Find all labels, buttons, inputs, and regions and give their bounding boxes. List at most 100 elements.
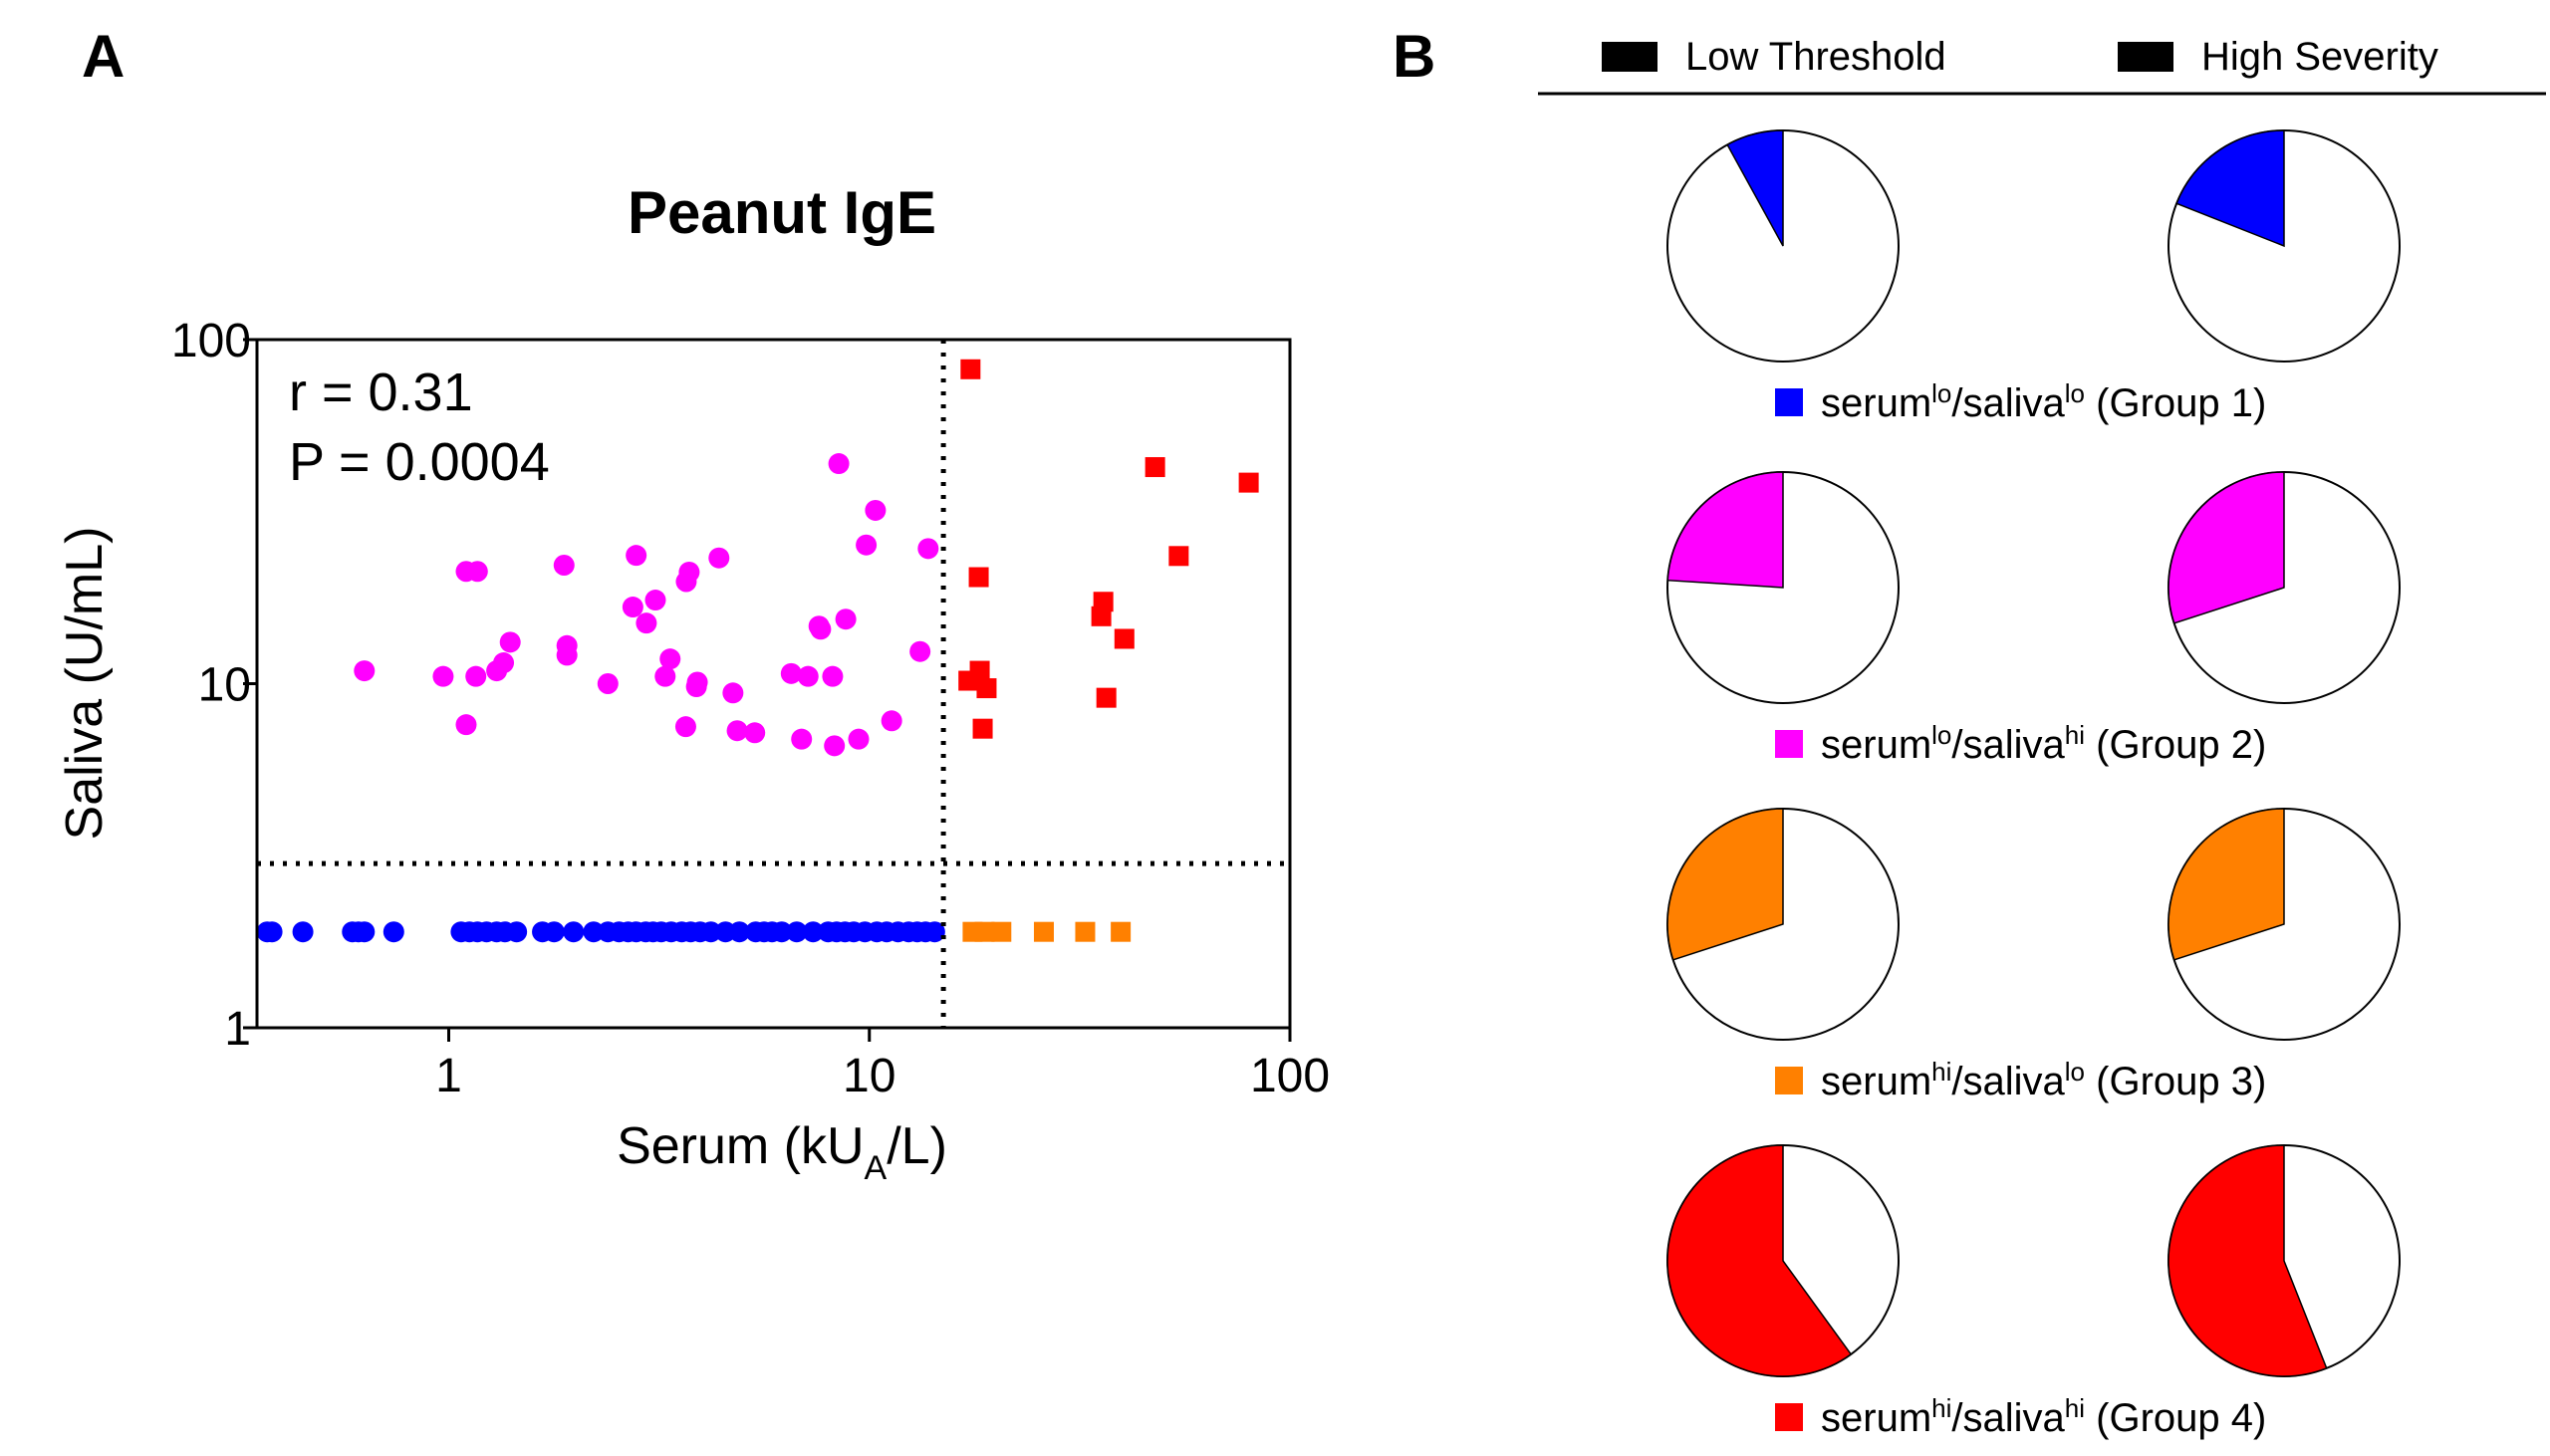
series-2-point-39 [856,534,878,556]
series-2-point-19 [659,648,681,670]
group-2-label-part-1: serum [1821,723,1931,767]
group-1-swatch [1775,388,1803,416]
series-2-point-16 [636,612,657,634]
group-1-label-part-3: /saliva [1951,381,2065,425]
pie-high-severity-group-4-slice [2168,1144,2328,1377]
pie-high-severity-group-1-slice [2175,129,2285,248]
legend-swatch-low-threshold [1602,42,1658,72]
series-1-point-30 [700,921,722,943]
x-axis-label: Serum (kUA/L) [617,1117,947,1187]
series-2-point-40 [865,499,887,521]
series-2-point-34 [822,665,844,687]
series-4-point-3 [968,567,989,588]
series-2-point-18 [654,665,676,687]
series-1-point-18 [583,921,605,943]
group-3-label-part-1: serum [1821,1060,1931,1103]
y-tick-label-1: 1 [224,1003,251,1056]
group-1-label: serumlo/salivalo (Group 1) [1821,378,2266,425]
series-1-point-37 [786,921,808,943]
series-3-point-4 [1033,921,1054,942]
series-1-point-17 [563,921,585,943]
series-2-point-20 [674,716,696,738]
series-4-point-12 [1168,546,1189,567]
group-4-label: serumhi/salivahi (Group 4) [1821,1393,2266,1440]
pie-high-severity-group-3-slice [2168,808,2285,961]
series-1-point-50 [923,921,945,943]
series-4-point-8 [1093,592,1114,612]
series-2-point-42 [909,640,931,662]
group-2-label-part-3: /saliva [1951,723,2065,767]
pie-high-severity-group-3 [2168,808,2401,1041]
group-3-label-part-2: hi [1931,1057,1951,1087]
scatter-points [256,359,1259,943]
panel-a-letter: A [82,23,125,90]
series-1-point-16 [543,921,565,943]
pie-high-severity-group-2 [2168,471,2401,704]
group-3-label-part-4: lo [2065,1057,2085,1087]
series-1-point-14 [506,921,528,943]
series-2-point-3 [455,714,477,736]
group-1-label-part-1: serum [1821,381,1931,425]
legend-swatch-high-severity [2118,42,2173,72]
series-2-point-14 [622,597,643,618]
series-2-point-10 [553,555,575,577]
group-4-label-part-1: serum [1821,1396,1931,1440]
series-2-point-8 [493,652,515,674]
y-tick-label-3: 100 [171,315,251,367]
series-2-point-31 [797,665,819,687]
pie-low-threshold-group-3 [1666,808,1900,1041]
series-1-point-3 [292,921,314,943]
series-2-point-25 [708,547,730,569]
group-2-label-part-5: (Group 2) [2085,723,2266,767]
group-4-swatch [1775,1403,1803,1431]
series-2-point-26 [722,682,744,704]
x-axis-label-main: Serum (kU [617,1117,864,1175]
series-1-point-2 [261,921,283,943]
x-axis-label-sub: A [865,1149,888,1187]
series-2-point-29 [780,662,802,684]
series-1-point-32 [728,921,750,943]
x-tick-label-2: 10 [843,1050,895,1102]
group-2-label: serumlo/salivahi (Group 2) [1821,720,2266,767]
series-2-point-2 [432,665,454,687]
series-2-point-22 [678,561,700,583]
y-axis-label: Saliva (U/mL) [56,527,114,841]
pie-low-threshold-group-4 [1666,1144,1900,1377]
series-2-point-41 [881,710,902,732]
pie-low-threshold-group-2 [1666,471,1900,704]
x-tick-label-1: 1 [435,1050,462,1102]
series-1-point-38 [802,921,824,943]
series-4-point-5 [972,718,993,739]
pie-panel: Low Threshold High Severity serumlo/sali… [1538,35,2546,1440]
series-2-point-38 [848,728,870,750]
series-2-point-1 [354,660,376,682]
series-2-point-17 [644,590,666,611]
series-2-point-15 [626,545,647,567]
series-2-point-13 [597,673,619,694]
series-1-point-7 [382,921,404,943]
group-1-label-part-5: (Group 1) [2085,381,2266,425]
pie-low-threshold-group-3-slice [1666,808,1784,961]
series-2-point-30 [791,728,813,750]
series-3-point-5 [1075,921,1096,942]
series-2-point-9 [499,631,521,653]
p-value: P = 0.0004 [289,432,550,492]
pie-low-threshold-group-1-slice [1726,129,1784,247]
series-2-point-27 [726,720,748,742]
group-4-label-part-4: hi [2065,1393,2085,1423]
group-1-label-part-4: lo [2065,378,2085,408]
pie-high-severity-group-1 [2168,129,2401,363]
group-2-label-part-4: hi [2065,720,2085,750]
series-2-point-5 [466,561,488,583]
series-3-point-6 [1111,921,1132,942]
series-2-point-12 [556,634,578,656]
series-4-point-10 [1114,628,1135,649]
legend-label-low-threshold: Low Threshold [1685,35,1946,79]
group-4-label-part-3: /saliva [1951,1396,2065,1440]
series-4-point-9 [1096,687,1117,708]
y-tick-label-2: 10 [198,659,251,712]
x-axis-label-end: /L) [887,1117,947,1175]
